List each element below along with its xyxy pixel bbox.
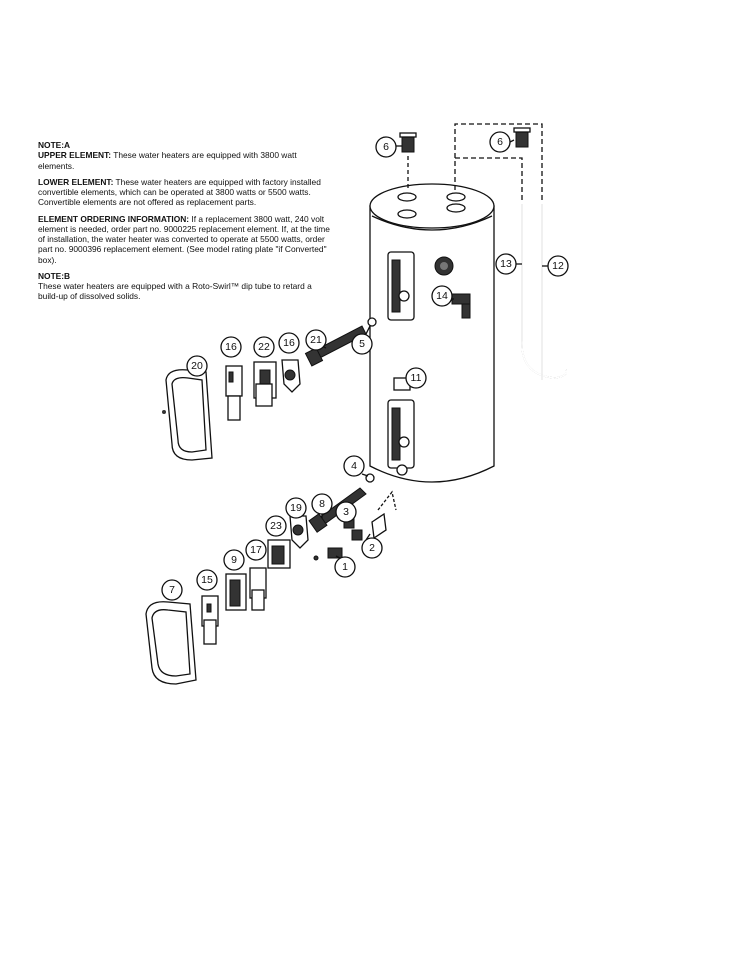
svg-text:21: 21 — [310, 334, 322, 346]
callout-3: 3 — [335, 501, 357, 523]
svg-text:12: 12 — [552, 260, 564, 272]
svg-text:1: 1 — [342, 561, 348, 573]
note-b-text: These water heaters are equipped with a … — [38, 281, 312, 302]
notes-panel: NOTE:A UPPER ELEMENT: These water heater… — [38, 140, 330, 308]
callout-16-upper: 16 — [220, 336, 242, 358]
callout-15: 15 — [196, 569, 218, 591]
callout-9: 9 — [223, 549, 245, 571]
callout-8: 8 — [311, 493, 333, 515]
svg-text:16: 16 — [283, 337, 295, 349]
ordering-info-text: If a replacement 3800 watt, 240 volt ele… — [38, 213, 330, 265]
lower-element-text: These water heaters are equipped with fa… — [38, 176, 321, 208]
nipple-parts — [399, 123, 543, 200]
callout-5: 5 — [351, 333, 373, 355]
ordering-info-label: ELEMENT ORDERING INFORMATION: — [38, 213, 190, 224]
callout-12: 12 — [547, 255, 569, 277]
svg-text:8: 8 — [319, 498, 325, 510]
note-b-heading: NOTE:B — [38, 270, 71, 281]
callout-19: 19 — [285, 497, 307, 519]
svg-text:7: 7 — [169, 584, 175, 596]
upper-element-label: UPPER ELEMENT: — [38, 150, 112, 161]
callout-11: 11 — [405, 367, 427, 389]
callout-16-right: 16 — [278, 332, 300, 354]
lower-element-label: LOWER ELEMENT: — [38, 176, 114, 187]
lower-thermostat-group — [201, 515, 309, 645]
leader-lines — [321, 139, 550, 561]
note-a-heading: NOTE:A — [38, 140, 71, 150]
svg-text:15: 15 — [201, 574, 213, 586]
callout-14: 14 — [431, 285, 453, 307]
callout-2: 2 — [361, 537, 383, 559]
lower-element-note: LOWER ELEMENT: These water heaters are e… — [38, 177, 330, 208]
svg-text:4: 4 — [351, 460, 357, 472]
svg-text:6: 6 — [497, 136, 503, 148]
svg-text:11: 11 — [411, 372, 422, 384]
svg-text:20: 20 — [191, 360, 203, 372]
callout-6-left: 6 — [375, 136, 397, 158]
callout-4: 4 — [343, 455, 365, 477]
upper-thermostat-group — [225, 359, 301, 421]
svg-text:3: 3 — [343, 506, 349, 518]
callout-6-right: 6 — [489, 131, 511, 153]
callout-20: 20 — [186, 355, 208, 377]
svg-text:17: 17 — [250, 544, 262, 556]
callout-7: 7 — [161, 579, 183, 601]
callout-17: 17 — [245, 539, 267, 561]
upper-element-text: These water heaters are equipped with 38… — [38, 150, 297, 171]
lower-access-cover — [145, 601, 197, 685]
dip-tubes — [521, 204, 568, 380]
svg-text:9: 9 — [231, 554, 237, 566]
water-heater-tank — [369, 183, 495, 483]
svg-text:16: 16 — [225, 341, 237, 353]
svg-text:14: 14 — [436, 290, 448, 302]
svg-text:6: 6 — [383, 141, 389, 153]
callout-1: 1 — [334, 556, 356, 578]
svg-text:19: 19 — [290, 502, 302, 514]
upper-element-note: UPPER ELEMENT: These water heaters are e… — [38, 150, 330, 171]
callout-23: 23 — [265, 515, 287, 537]
ordering-info-note: ELEMENT ORDERING INFORMATION: If a repla… — [38, 214, 330, 265]
svg-text:2: 2 — [369, 542, 375, 554]
svg-text:23: 23 — [270, 520, 282, 532]
svg-text:22: 22 — [258, 341, 270, 353]
callout-21: 21 — [305, 329, 327, 351]
upper-element-assembly — [304, 317, 377, 367]
svg-text:5: 5 — [359, 338, 365, 350]
callout-13: 13 — [495, 253, 517, 275]
svg-text:13: 13 — [500, 258, 512, 270]
callout-22: 22 — [253, 336, 275, 358]
upper-access-cover — [162, 369, 213, 461]
